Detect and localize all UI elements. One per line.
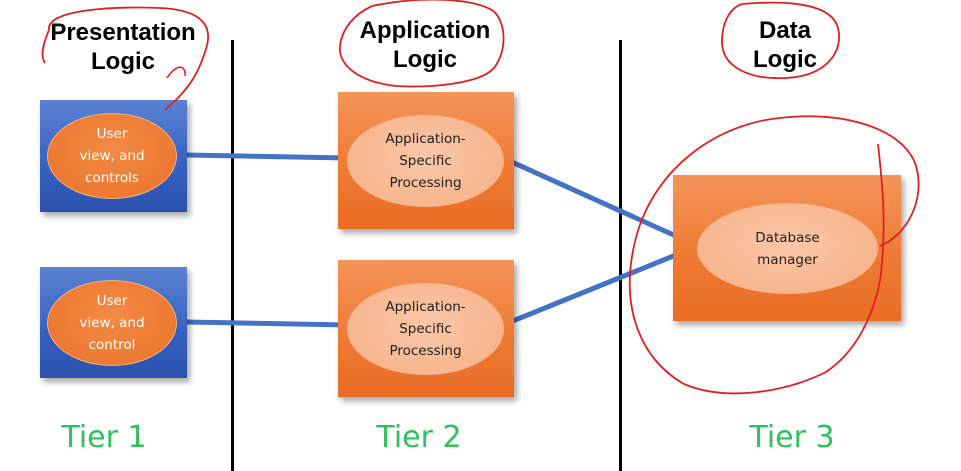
app-server-box-bottom: Application- Specific Processing [338,260,514,397]
client-box-bottom: User view, and control [40,267,187,378]
client-label-top: User view, and controls [79,126,145,186]
connector-top-client-to-server [185,152,349,161]
connector-bottom-server-to-database [502,243,699,328]
app-server-ellipse-top: Application- Specific Processing [347,115,504,207]
database-ellipse: Database manager [697,203,878,294]
tier-2-label: Tier 2 [376,420,462,455]
tier-divider-right [619,40,622,471]
database-box: Database manager [673,175,901,321]
connector-bottom-client-to-server [185,319,349,328]
connector-top-server-to-database [501,155,700,249]
tier-3-label: Tier 3 [749,420,835,455]
client-box-top: User view, and controls [40,100,187,212]
tier-divider-left [231,40,234,471]
client-label-bottom: User view, and control [79,293,145,353]
app-server-ellipse-bottom: Application- Specific Processing [347,283,504,375]
client-ellipse-top: User view, and controls [47,113,177,199]
tier-1-label: Tier 1 [61,420,147,455]
app-server-label-bottom: Application- Specific Processing [385,299,466,359]
app-server-box-top: Application- Specific Processing [338,92,514,229]
app-server-label-top: Application- Specific Processing [385,131,466,191]
database-label: Database manager [755,229,820,268]
client-ellipse-bottom: User view, and control [47,280,177,366]
